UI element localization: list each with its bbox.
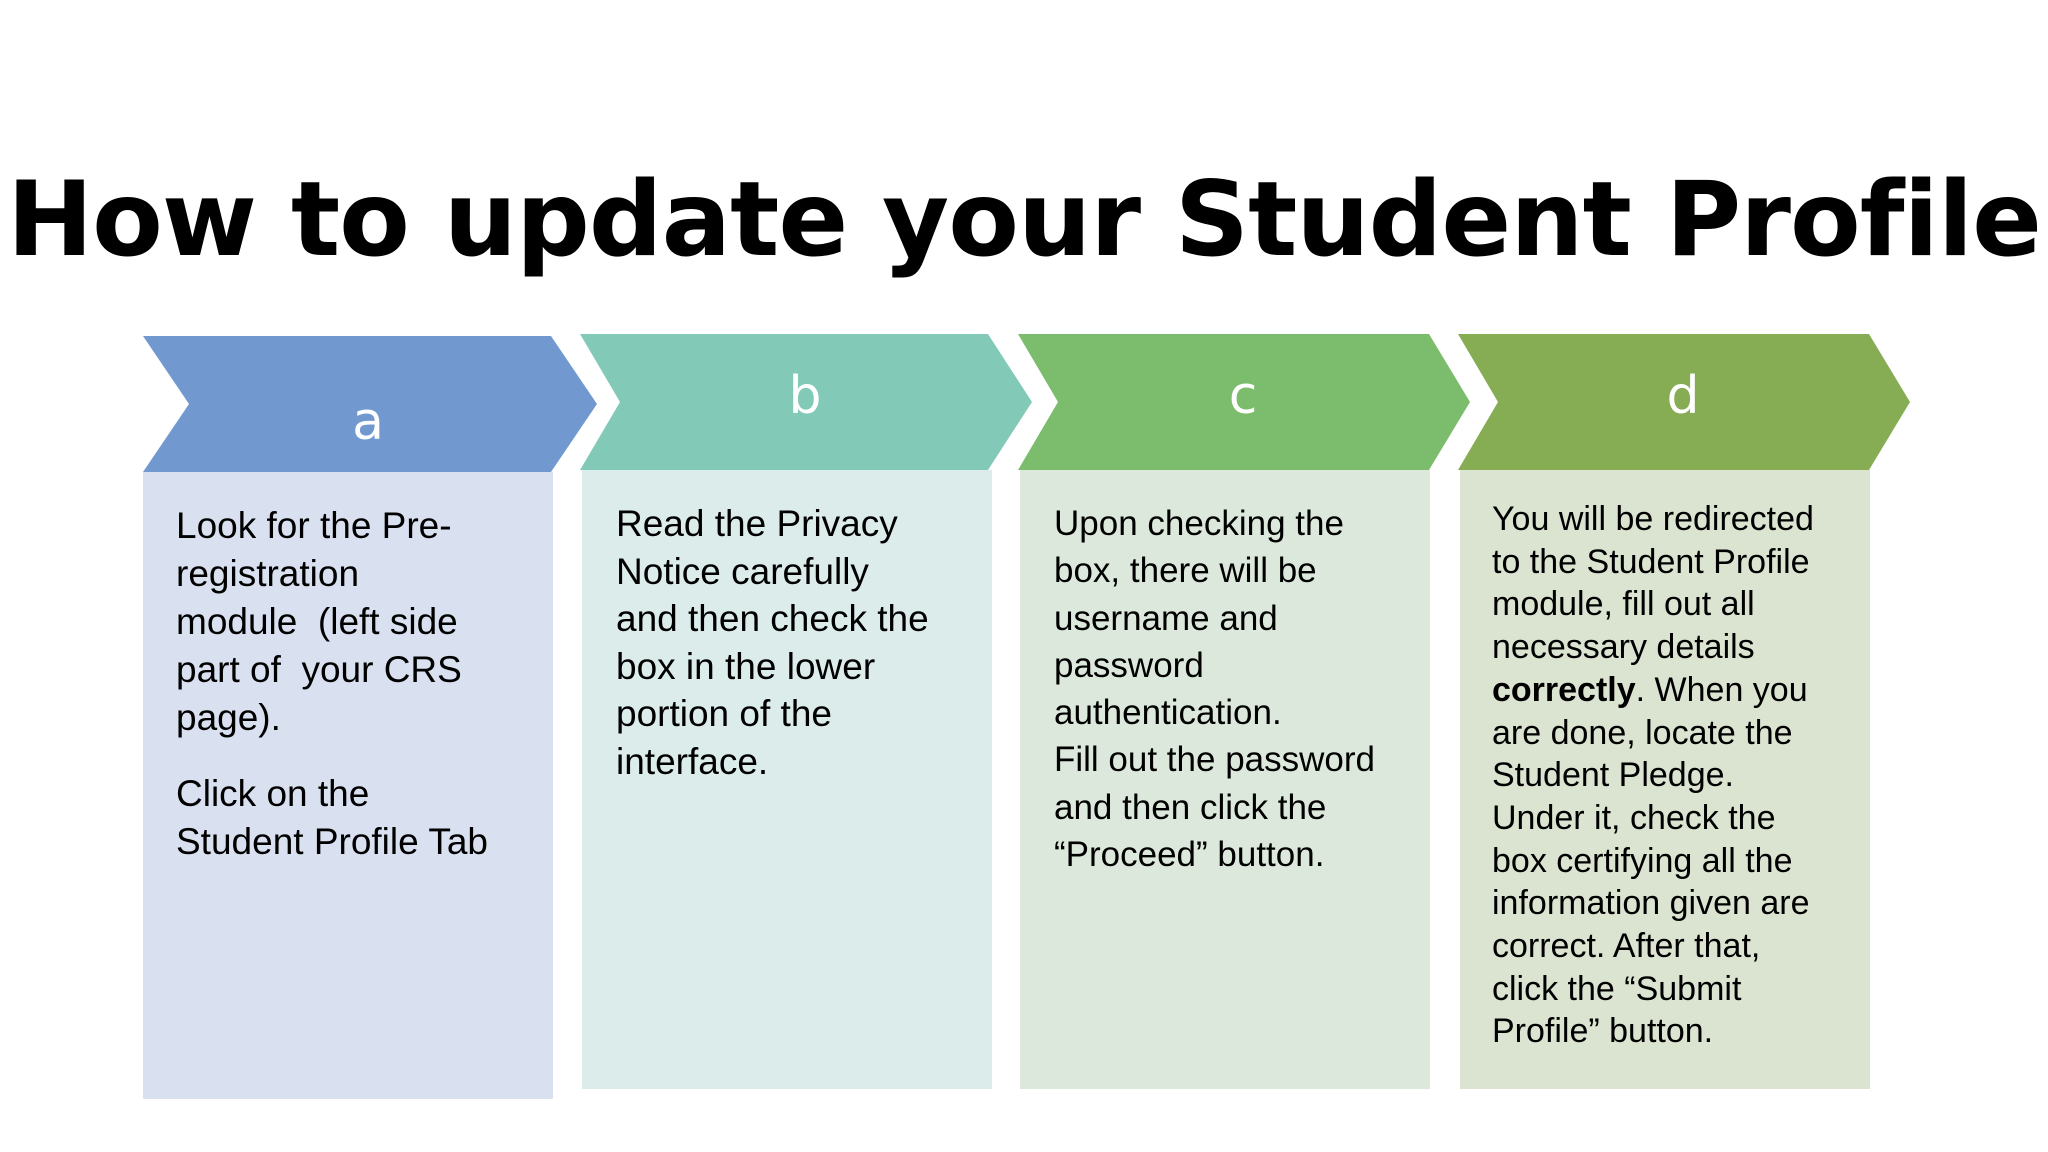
step-c-chevron: c [1018, 334, 1472, 470]
text-line: click the “Submit [1492, 969, 1742, 1008]
text-line: registration [176, 553, 360, 594]
text-line: and then click the [1054, 787, 1327, 827]
text-line: Click on the [176, 773, 370, 814]
step-b-chevron: b [580, 334, 1034, 470]
text-line: and then check the [616, 598, 929, 639]
step-c-panel: Upon checking the box, there will be use… [1020, 470, 1430, 1089]
text-line: part of your CRS [176, 649, 462, 690]
text-line: module, fill out all [1492, 585, 1755, 624]
text-line: portion of the [616, 693, 832, 734]
step-b-panel: Read the Privacy Notice carefully and th… [582, 470, 992, 1089]
text-line: information given are [1492, 884, 1810, 923]
text-line: correct. After that, [1492, 927, 1761, 966]
text-line: username and [1054, 598, 1278, 638]
step-a-chevron: a [143, 336, 597, 472]
text-line: Profile” button. [1492, 1012, 1714, 1051]
text-line: interface. [616, 740, 769, 782]
text-line: box, there will be [1054, 551, 1317, 591]
text-line: Student Pledge. [1492, 756, 1734, 795]
text-line: Fill out the password [1054, 740, 1375, 780]
text-line: Upon checking the [1054, 504, 1344, 543]
chevron-arrow-shape [143, 336, 597, 472]
text-line: page). [176, 697, 281, 738]
text-line: . When you [1635, 670, 1808, 709]
page-title: How to update your Student Profile [6, 160, 2042, 280]
text-line: to the Student Profile [1492, 542, 1810, 581]
text-line: “Proceed” button. [1054, 835, 1325, 875]
text-line: box in the lower [616, 645, 876, 687]
text-line: password [1054, 645, 1204, 685]
step-b-label: b [788, 366, 822, 426]
text-line: authentication. [1054, 693, 1282, 733]
step-d-label: d [1666, 366, 1700, 426]
text-line: necessary details [1492, 628, 1755, 667]
text-line: You will be redirected [1492, 500, 1814, 538]
step-a-text: Look for the Pre- registration module (l… [176, 502, 535, 866]
step-a-panel: Look for the Pre- registration module (l… [143, 472, 553, 1099]
chevron-arrow-shape [1018, 334, 1470, 470]
text-line: Notice carefully [616, 550, 869, 592]
text-line: Student Profile Tab [176, 821, 488, 862]
text-line: Under it, check the [1492, 798, 1776, 837]
step-a-label: a [352, 392, 384, 452]
chevron-arrow-shape [1458, 334, 1910, 470]
chevron-arrow-shape [580, 334, 1032, 470]
step-d-text: You will be redirected to the Student Pr… [1492, 498, 1852, 1053]
text-line: module (left side [176, 601, 458, 642]
emphasis-text: correctly [1492, 670, 1636, 709]
step-c-text: Upon checking the box, there will be use… [1054, 500, 1412, 878]
step-d-chevron: d [1458, 334, 1912, 470]
text-line: box certifying all the [1492, 841, 1793, 880]
step-c-label: c [1228, 366, 1258, 426]
step-b-text: Read the Privacy Notice carefully and th… [616, 500, 974, 785]
step-d-panel: You will be redirected to the Student Pr… [1460, 470, 1870, 1089]
text-line: are done, locate the [1492, 713, 1793, 752]
text-line: Read the Privacy [616, 503, 898, 544]
text-line: Look for the Pre- [176, 505, 452, 546]
